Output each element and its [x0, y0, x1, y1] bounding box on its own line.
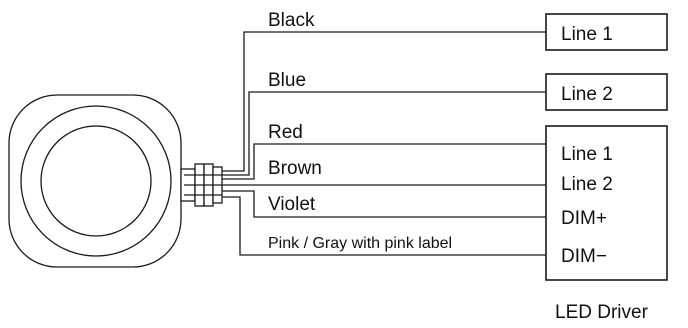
wire-label-red: Red	[268, 122, 303, 143]
wire-label-pink-gray: Pink / Gray with pink label	[268, 235, 452, 252]
driver-dim-plus-label: DIM+	[561, 208, 607, 229]
driver-line2-label: Line 2	[561, 174, 613, 195]
line1-box-label: Line 1	[561, 24, 613, 45]
line1-terminal-box	[545, 13, 668, 51]
line2-terminal-box	[545, 73, 668, 111]
wires	[222, 31, 546, 256]
sensor-lens	[40, 125, 152, 237]
line2-box-label: Line 2	[561, 84, 613, 105]
wire-pink-gray	[222, 196, 546, 256]
wire-label-blue: Blue	[268, 70, 306, 91]
wire-label-violet: Violet	[268, 194, 316, 215]
wire-red	[222, 143, 546, 180]
driver-line1-label: Line 1	[561, 144, 613, 165]
driver-dim-minus-label: DIM−	[561, 246, 607, 267]
wire-violet	[222, 190, 546, 218]
cable-gland	[180, 163, 223, 207]
wire-blue	[222, 91, 546, 176]
sensor-device	[8, 94, 182, 268]
wire-label-black: Black	[268, 10, 315, 31]
wire-black	[222, 31, 546, 172]
led-driver-caption: LED Driver	[555, 302, 649, 323]
wire-label-brown: Brown	[268, 158, 322, 179]
led-driver-box	[545, 125, 668, 281]
